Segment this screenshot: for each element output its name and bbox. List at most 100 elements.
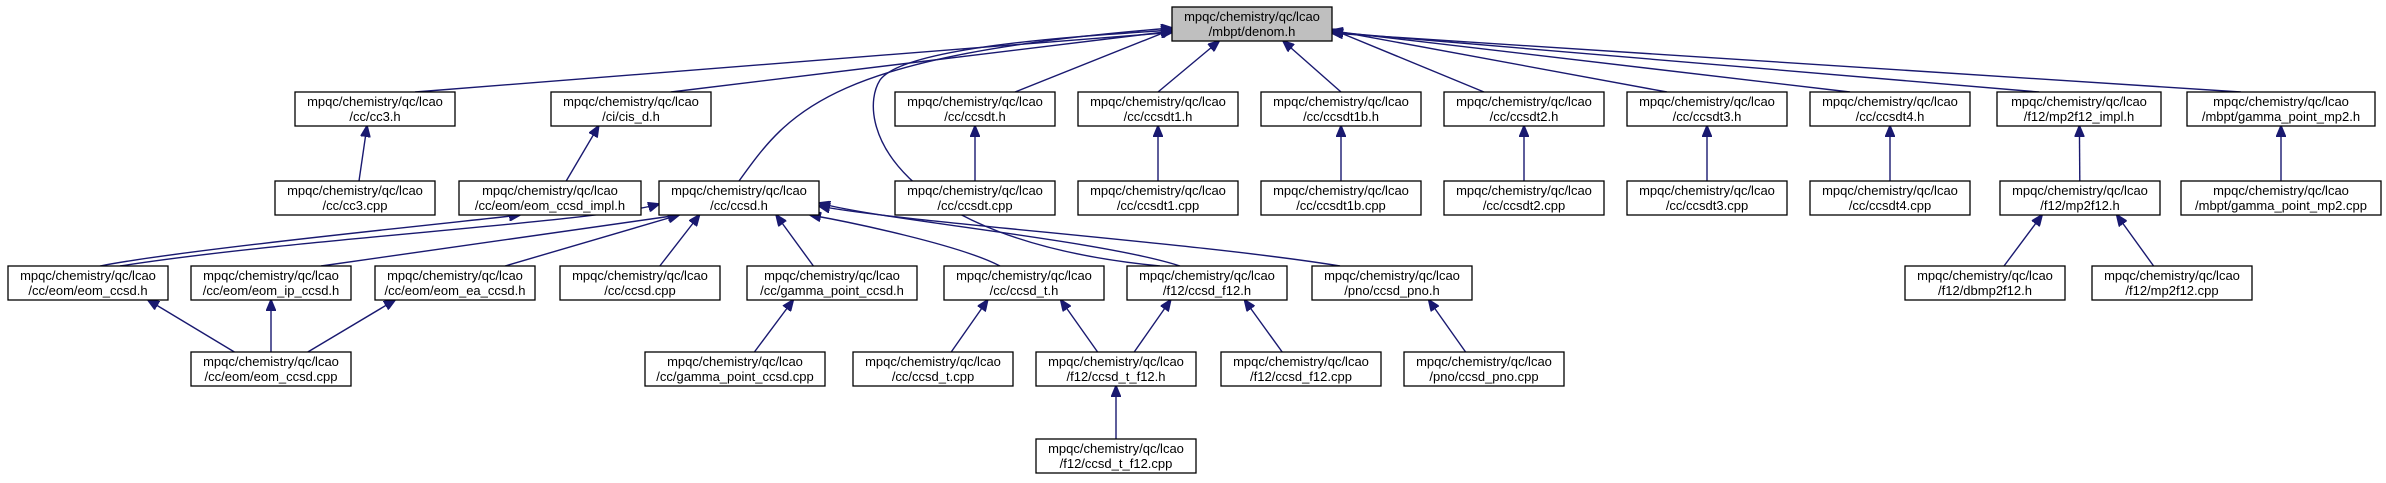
- edge-dbmp2f12_h-to-mp2f12_h: [2003, 215, 2042, 267]
- node-box: [2091, 265, 2253, 301]
- node-box: [1626, 180, 1788, 216]
- edge-gamma_point_ccsd_h-to-ccsd_h: [776, 215, 814, 267]
- node-ccsdt4-cpp[interactable]: mpqc/chemistry/qc/lcao/cc/ccsdt4.cpp: [1809, 180, 1971, 216]
- node-ccsdt1b-h[interactable]: mpqc/chemistry/qc/lcao/cc/ccsdt1b.h: [1260, 91, 1422, 127]
- node-file-name: /cc/ccsdt.cpp: [937, 198, 1012, 213]
- edge-gamma_point_ccsd_cpp-to-gamma_point_ccsd_h: [753, 300, 793, 353]
- edge-ccsd_t_cpp-to-ccsd_t_h: [950, 300, 987, 353]
- node-eom-ccsd-impl-h[interactable]: mpqc/chemistry/qc/lcao/cc/eom/eom_ccsd_i…: [458, 180, 642, 216]
- node-ccsd-pno-cpp[interactable]: mpqc/chemistry/qc/lcao/pno/ccsd_pno.cpp: [1403, 351, 1565, 387]
- node-box: [658, 180, 820, 216]
- edge-ccsd_cpp-to-ccsd_h: [659, 215, 700, 267]
- node-file-name: /f12/ccsd_t_f12.h: [1066, 369, 1165, 384]
- node-eom-ccsd-h[interactable]: mpqc/chemistry/qc/lcao/cc/eom/eom_ccsd.h: [7, 265, 169, 301]
- node-cc3-cpp[interactable]: mpqc/chemistry/qc/lcao/cc/cc3.cpp: [274, 180, 436, 216]
- node-path-prefix: mpqc/chemistry/qc/lcao: [2011, 94, 2147, 109]
- node-gamma-point-ccsd-cpp[interactable]: mpqc/chemistry/qc/lcao/cc/gamma_point_cc…: [644, 351, 826, 387]
- node-ccsd-t-cpp[interactable]: mpqc/chemistry/qc/lcao/cc/ccsd_t.cpp: [852, 351, 1014, 387]
- node-path-prefix: mpqc/chemistry/qc/lcao: [387, 268, 523, 283]
- node-gamma-point-mp2-h[interactable]: mpqc/chemistry/qc/lcao/mbpt/gamma_point_…: [2186, 91, 2376, 127]
- node-path-prefix: mpqc/chemistry/qc/lcao: [482, 183, 618, 198]
- node-path-prefix: mpqc/chemistry/qc/lcao: [1416, 354, 1552, 369]
- node-ccsd-t-f12-h[interactable]: mpqc/chemistry/qc/lcao/f12/ccsd_t_f12.h: [1035, 351, 1197, 387]
- node-file-name: /cc/gamma_point_ccsd.cpp: [656, 369, 814, 384]
- node-path-prefix: mpqc/chemistry/qc/lcao: [2012, 183, 2148, 198]
- node-path-prefix: mpqc/chemistry/qc/lcao: [956, 268, 1092, 283]
- node-file-name: /ci/cis_d.h: [602, 109, 660, 124]
- edge-ccsd_f12_h-to-denom_h: [872, 30, 1172, 267]
- node-file-name: /cc/eom/eom_ccsd.cpp: [205, 369, 338, 384]
- node-cc3-h[interactable]: mpqc/chemistry/qc/lcao/cc/cc3.h: [294, 91, 456, 127]
- node-ccsd-h[interactable]: mpqc/chemistry/qc/lcao/cc/ccsd.h: [658, 180, 820, 216]
- node-ccsdt1b-cpp[interactable]: mpqc/chemistry/qc/lcao/cc/ccsdt1b.cpp: [1260, 180, 1422, 216]
- node-path-prefix: mpqc/chemistry/qc/lcao: [203, 354, 339, 369]
- edge-eom_ccsd_h-to-eom_ccsd_impl_h: [99, 215, 520, 267]
- node-file-name: /cc/ccsdt1b.cpp: [1296, 198, 1386, 213]
- node-path-prefix: mpqc/chemistry/qc/lcao: [1639, 183, 1775, 198]
- node-denom-h[interactable]: mpqc/chemistry/qc/lcao/mbpt/denom.h: [1171, 6, 1333, 42]
- node-file-name: /cc/gamma_point_ccsd.h: [760, 283, 904, 298]
- node-path-prefix: mpqc/chemistry/qc/lcao: [2104, 268, 2240, 283]
- node-ccsd-t-f12-cpp[interactable]: mpqc/chemistry/qc/lcao/f12/ccsd_t_f12.cp…: [1035, 438, 1197, 474]
- node-gamma-point-ccsd-h[interactable]: mpqc/chemistry/qc/lcao/cc/gamma_point_cc…: [746, 265, 918, 301]
- node-cis-d-h[interactable]: mpqc/chemistry/qc/lcao/ci/cis_d.h: [550, 91, 712, 127]
- node-ccsd-f12-h[interactable]: mpqc/chemistry/qc/lcao/f12/ccsd_f12.h: [1126, 265, 1288, 301]
- node-mp2f12-impl-h[interactable]: mpqc/chemistry/qc/lcao/f12/mp2f12_impl.h: [1996, 91, 2162, 127]
- edge-eom_ccsd_cpp-to-eom_ccsd_h: [148, 300, 235, 353]
- node-file-name: /pno/ccsd_pno.h: [1344, 283, 1439, 298]
- node-ccsdt2-h[interactable]: mpqc/chemistry/qc/lcao/cc/ccsdt2.h: [1443, 91, 1605, 127]
- node-path-prefix: mpqc/chemistry/qc/lcao: [1139, 268, 1275, 283]
- node-eom-ccsd-cpp[interactable]: mpqc/chemistry/qc/lcao/cc/eom/eom_ccsd.c…: [190, 351, 352, 387]
- node-box: [644, 351, 826, 387]
- node-box: [190, 351, 352, 387]
- node-ccsdt-h[interactable]: mpqc/chemistry/qc/lcao/cc/ccsdt.h: [894, 91, 1056, 127]
- node-ccsd-pno-h[interactable]: mpqc/chemistry/qc/lcao/pno/ccsd_pno.h: [1311, 265, 1473, 301]
- node-file-name: /cc/cc3.h: [349, 109, 400, 124]
- node-ccsdt4-h[interactable]: mpqc/chemistry/qc/lcao/cc/ccsdt4.h: [1809, 91, 1971, 127]
- node-file-name: /f12/mp2f12_impl.h: [2024, 109, 2135, 124]
- node-path-prefix: mpqc/chemistry/qc/lcao: [671, 183, 807, 198]
- node-mp2f12-h[interactable]: mpqc/chemistry/qc/lcao/f12/mp2f12.h: [1999, 180, 2161, 216]
- node-box: [1626, 91, 1788, 127]
- node-path-prefix: mpqc/chemistry/qc/lcao: [907, 94, 1043, 109]
- edge-ccsdt3_h-to-denom_h: [1332, 30, 1668, 93]
- node-file-name: /cc/ccsdt1.h: [1124, 109, 1193, 124]
- node-box: [458, 180, 642, 216]
- node-ccsd-t-h[interactable]: mpqc/chemistry/qc/lcao/cc/ccsd_t.h: [943, 265, 1105, 301]
- node-box: [1443, 180, 1605, 216]
- node-ccsdt2-cpp[interactable]: mpqc/chemistry/qc/lcao/cc/ccsdt2.cpp: [1443, 180, 1605, 216]
- node-box: [943, 265, 1105, 301]
- node-ccsdt1-h[interactable]: mpqc/chemistry/qc/lcao/cc/ccsdt1.h: [1077, 91, 1239, 127]
- nodes-layer: mpqc/chemistry/qc/lcao/mbpt/denom.h mpqc/…: [7, 6, 2382, 474]
- edge-eom_ip_ccsd_h-to-ccsd_h: [320, 215, 679, 267]
- edge-mp2f12_impl_h-to-denom_h: [1332, 32, 2040, 93]
- node-ccsdt3-h[interactable]: mpqc/chemistry/qc/lcao/cc/ccsdt3.h: [1626, 91, 1788, 127]
- node-eom-ip-ccsd-h[interactable]: mpqc/chemistry/qc/lcao/cc/eom/eom_ip_ccs…: [190, 265, 352, 301]
- node-file-name: /mbpt/gamma_point_mp2.h: [2202, 109, 2360, 124]
- node-path-prefix: mpqc/chemistry/qc/lcao: [1090, 94, 1226, 109]
- node-file-name: /f12/ccsd_f12.h: [1163, 283, 1251, 298]
- node-ccsdt-cpp[interactable]: mpqc/chemistry/qc/lcao/cc/ccsdt.cpp: [894, 180, 1056, 216]
- node-dbmp2f12-h[interactable]: mpqc/chemistry/qc/lcao/f12/dbmp2f12.h: [1904, 265, 2066, 301]
- node-ccsdt3-cpp[interactable]: mpqc/chemistry/qc/lcao/cc/ccsdt3.cpp: [1626, 180, 1788, 216]
- node-box: [559, 265, 721, 301]
- node-box: [1809, 91, 1971, 127]
- node-mp2f12-cpp[interactable]: mpqc/chemistry/qc/lcao/f12/mp2f12.cpp: [2091, 265, 2253, 301]
- node-box: [274, 180, 436, 216]
- edge-cis_d_h-to-denom_h: [670, 31, 1172, 93]
- node-ccsd-f12-cpp[interactable]: mpqc/chemistry/qc/lcao/f12/ccsd_f12.cpp: [1220, 351, 1382, 387]
- node-path-prefix: mpqc/chemistry/qc/lcao: [1639, 94, 1775, 109]
- node-gamma-point-mp2-cpp[interactable]: mpqc/chemistry/qc/lcao/mbpt/gamma_point_…: [2180, 180, 2382, 216]
- node-path-prefix: mpqc/chemistry/qc/lcao: [667, 354, 803, 369]
- node-file-name: /cc/ccsd.cpp: [604, 283, 676, 298]
- node-box: [190, 265, 352, 301]
- node-ccsd-cpp[interactable]: mpqc/chemistry/qc/lcao/cc/ccsd.cpp: [559, 265, 721, 301]
- node-box: [1809, 180, 1971, 216]
- node-path-prefix: mpqc/chemistry/qc/lcao: [1456, 94, 1592, 109]
- node-eom-ea-ccsd-h[interactable]: mpqc/chemistry/qc/lcao/cc/eom/eom_ea_ccs…: [374, 265, 536, 301]
- edges-layer: [99, 28, 2281, 439]
- node-file-name: /cc/ccsdt.h: [944, 109, 1005, 124]
- node-ccsdt1-cpp[interactable]: mpqc/chemistry/qc/lcao/cc/ccsdt1.cpp: [1077, 180, 1239, 216]
- node-path-prefix: mpqc/chemistry/qc/lcao: [907, 183, 1043, 198]
